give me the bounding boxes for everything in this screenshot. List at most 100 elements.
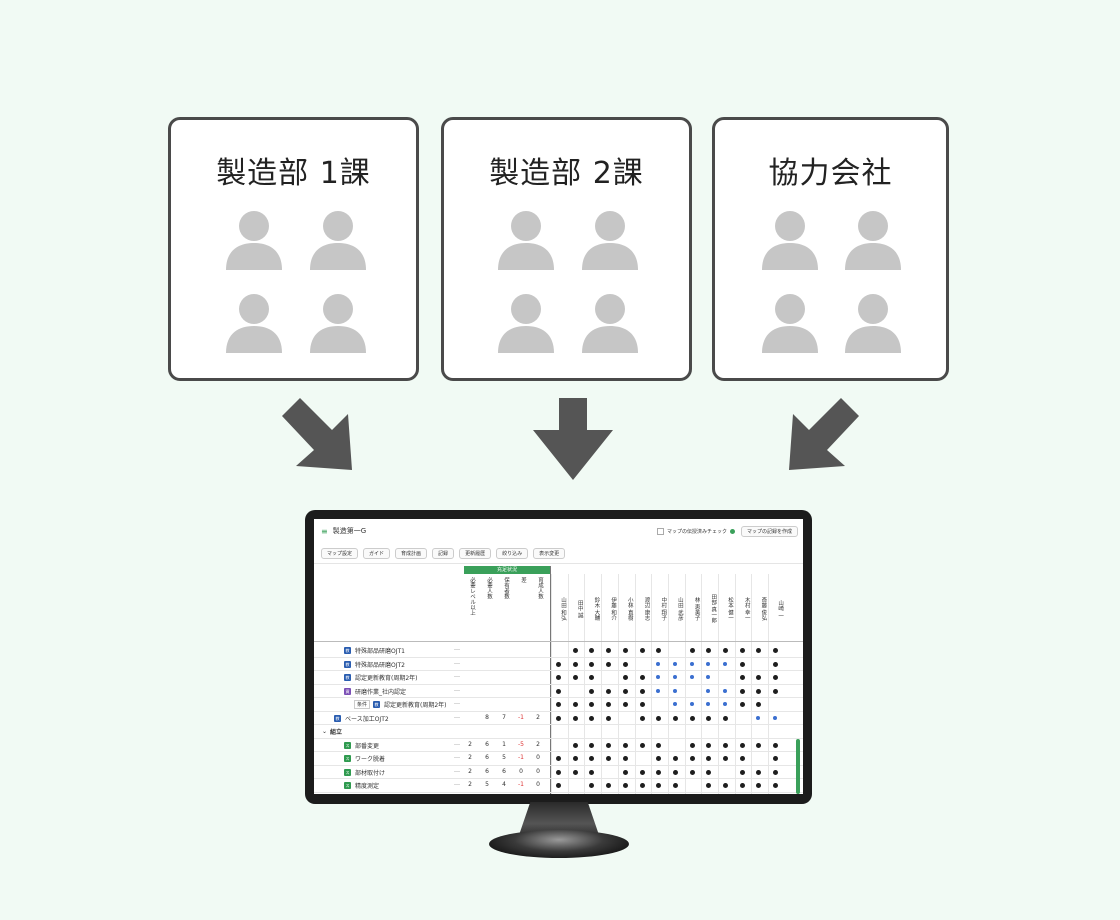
planned-skill-dot[interactable] (706, 661, 711, 666)
skill-dot[interactable] (739, 675, 745, 680)
skill-dot[interactable] (773, 675, 779, 680)
table-row[interactable]: 教認定更新教育(周期2年) (344, 673, 418, 682)
guide-button[interactable]: ガイド (363, 547, 391, 559)
person-column-header[interactable]: 中村 翔子 (660, 597, 667, 621)
skill-dot[interactable] (639, 783, 645, 788)
skill-dot[interactable] (672, 715, 678, 721)
person-column-header[interactable]: 山崎 一 (777, 599, 784, 619)
skill-dot[interactable] (773, 742, 779, 748)
skill-dot[interactable] (556, 675, 561, 680)
chevron-down-icon[interactable]: ⌄ (322, 728, 328, 735)
skill-dot[interactable] (672, 783, 678, 788)
planned-skill-dot[interactable] (689, 661, 694, 666)
skill-dot[interactable] (622, 742, 628, 748)
skill-dot[interactable] (739, 648, 745, 653)
skill-dot[interactable] (622, 661, 628, 667)
skill-dot[interactable] (589, 648, 595, 653)
skill-dot[interactable] (672, 769, 678, 775)
skill-dot[interactable] (723, 648, 728, 653)
hamburger-menu-icon[interactable]: ≡ (321, 526, 328, 536)
person-column-header[interactable]: 松本 健一 (727, 597, 733, 621)
row-menu-icon[interactable]: … (454, 645, 460, 652)
person-column-header[interactable]: 渡辺 康志 (643, 597, 650, 621)
history-button[interactable]: 更新履歴 (459, 547, 492, 559)
skill-dot[interactable] (756, 769, 762, 775)
skill-dot[interactable] (656, 715, 662, 721)
skill-dot[interactable] (556, 769, 561, 775)
help-icon[interactable] (729, 528, 735, 534)
skill-dot[interactable] (756, 648, 762, 653)
planned-skill-dot[interactable] (706, 688, 711, 693)
planned-skill-dot[interactable] (672, 661, 677, 666)
planned-skill-dot[interactable] (723, 702, 727, 706)
skill-dot[interactable] (706, 769, 712, 775)
skill-dot[interactable] (739, 661, 745, 667)
table-row[interactable]: ス精度測定 (344, 781, 379, 790)
skill-dot[interactable] (689, 648, 695, 653)
skill-dot[interactable] (656, 783, 662, 788)
row-menu-icon[interactable]: … (454, 699, 460, 706)
skill-dot[interactable] (689, 769, 695, 775)
skill-dot[interactable] (606, 688, 612, 694)
skill-dot[interactable] (773, 648, 779, 653)
skill-dot[interactable] (756, 675, 762, 680)
skill-dot[interactable] (739, 769, 745, 775)
skill-dot[interactable] (689, 756, 695, 761)
person-column-header[interactable]: 木村 幸一 (743, 597, 750, 621)
person-column-header[interactable]: 斎藤 俊弘 (760, 597, 767, 621)
skill-dot[interactable] (589, 702, 595, 707)
skill-dot[interactable] (739, 783, 745, 788)
skill-dot[interactable] (622, 783, 628, 788)
skill-dot[interactable] (556, 661, 561, 667)
person-column-header[interactable]: 田中 誠 (576, 599, 583, 619)
skill-dot[interactable] (739, 688, 745, 694)
skill-dot[interactable] (622, 769, 628, 775)
row-menu-icon[interactable]: … (454, 685, 460, 693)
skill-dot[interactable] (706, 783, 712, 788)
planned-skill-dot[interactable] (656, 661, 661, 666)
skill-dot[interactable] (656, 769, 662, 775)
skill-dot[interactable] (572, 661, 578, 667)
skill-dot[interactable] (589, 769, 595, 775)
skill-dot[interactable] (556, 715, 561, 721)
person-column-header[interactable]: 山田 武彦 (676, 597, 683, 621)
skill-dot[interactable] (706, 742, 712, 748)
row-menu-icon[interactable]: … (454, 672, 460, 679)
table-row[interactable]: ⌄組立 (322, 727, 342, 736)
skill-dot[interactable] (656, 648, 662, 653)
skill-dot[interactable] (622, 648, 628, 653)
skill-dot[interactable] (773, 756, 779, 761)
planned-skill-dot[interactable] (656, 688, 661, 693)
skill-dot[interactable] (606, 648, 612, 653)
planned-skill-dot[interactable] (689, 702, 694, 706)
skill-dot[interactable] (756, 742, 762, 748)
skill-dot[interactable] (756, 783, 762, 788)
skill-dot[interactable] (589, 715, 595, 721)
checkbox-icon[interactable] (656, 527, 664, 535)
planned-skill-dot[interactable] (723, 688, 727, 693)
skill-dot[interactable] (606, 702, 612, 707)
row-menu-icon[interactable]: … (454, 794, 460, 795)
planned-skill-dot[interactable] (773, 715, 778, 720)
skill-dot[interactable] (639, 742, 645, 748)
skill-dot[interactable] (739, 756, 745, 761)
skill-dot[interactable] (756, 702, 762, 707)
skill-dot[interactable] (622, 702, 628, 707)
skill-dot[interactable] (773, 783, 779, 788)
skill-dot[interactable] (572, 769, 578, 775)
skill-dot[interactable] (639, 688, 645, 694)
skill-dot[interactable] (572, 675, 578, 680)
skill-dot[interactable] (589, 688, 595, 694)
planned-skill-dot[interactable] (672, 688, 677, 693)
planned-skill-dot[interactable] (706, 702, 711, 706)
skill-dot[interactable] (572, 742, 578, 748)
planned-skill-dot[interactable] (756, 715, 761, 720)
skill-dot[interactable] (723, 715, 728, 721)
skill-dot[interactable] (622, 688, 628, 694)
person-column-header[interactable]: 山田 和弘 (560, 597, 566, 621)
row-menu-icon[interactable]: … (454, 780, 460, 787)
skill-dot[interactable] (656, 756, 662, 761)
create-record-button[interactable]: マップの記録を作成 (740, 525, 798, 537)
skill-dot[interactable] (556, 688, 561, 694)
skill-dot[interactable] (572, 702, 578, 707)
